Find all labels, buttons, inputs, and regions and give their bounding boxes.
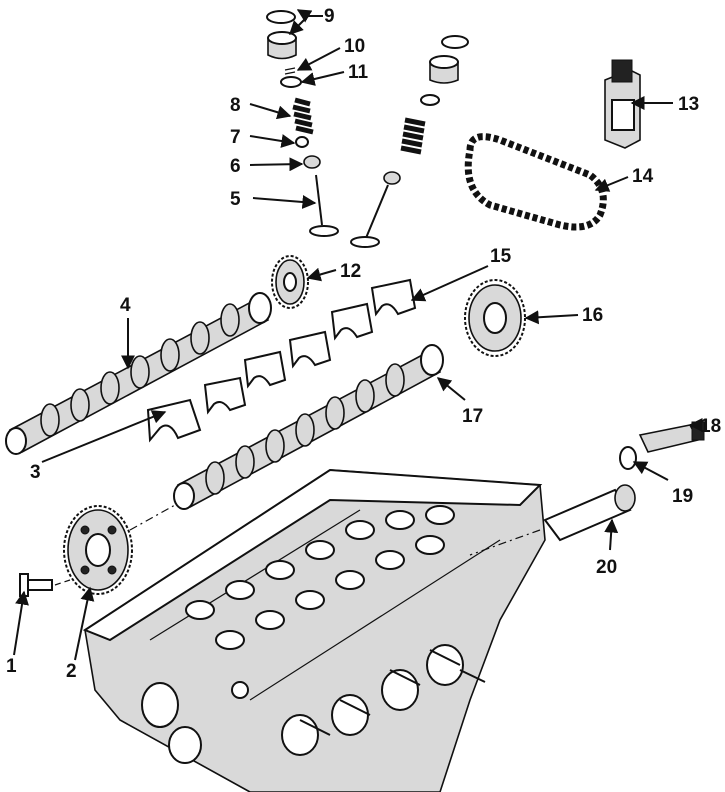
callout-10: 10	[344, 36, 365, 57]
tensioner-icon	[604, 59, 641, 149]
callout-15: 15	[490, 246, 512, 267]
bearing-cap-icon	[146, 398, 202, 443]
callout-19: 19	[672, 486, 693, 507]
callout-20: 20	[596, 557, 617, 578]
solenoid-icon	[543, 484, 636, 542]
camshaft-icon	[5, 292, 272, 455]
gear-icon	[271, 255, 309, 309]
callout-14: 14	[632, 166, 654, 187]
callout-leaders	[13, 9, 703, 661]
retainer-icon	[420, 94, 440, 106]
callout-11: 11	[348, 62, 369, 83]
seat-icon	[295, 136, 309, 148]
o-ring-icon	[619, 446, 637, 470]
callout-7: 7	[230, 127, 241, 148]
seat-icon	[303, 155, 321, 169]
callout-16: 16	[582, 305, 603, 326]
callout-2: 2	[66, 661, 77, 682]
gear-icon	[63, 505, 133, 595]
callout-8: 8	[230, 95, 241, 116]
callout-labels: 1 2 3 4 5 6 7 8 9 10 11 12 13 14 15 16 1…	[6, 6, 721, 682]
callout-9: 9	[324, 6, 335, 27]
callout-4: 4	[120, 295, 131, 316]
bolt-icon	[19, 573, 53, 597]
spring-icon	[400, 117, 426, 155]
callout-18: 18	[700, 416, 721, 437]
bearing-cap-icon	[203, 278, 417, 415]
seat-icon	[383, 171, 401, 185]
valve-icon	[309, 174, 339, 237]
camshaft-icon	[173, 344, 444, 510]
callout-5: 5	[230, 189, 241, 210]
keeper-icon	[284, 67, 296, 75]
chain-icon	[464, 133, 607, 231]
actuator-icon	[464, 279, 526, 357]
callout-17: 17	[462, 406, 483, 427]
spring-icon	[292, 97, 314, 135]
callout-12: 12	[340, 261, 361, 282]
callout-6: 6	[230, 156, 241, 177]
retainer-icon	[280, 76, 302, 88]
valve-icon	[350, 184, 389, 248]
callout-1: 1	[6, 656, 17, 677]
callout-13: 13	[678, 94, 699, 115]
sensor-icon	[638, 421, 705, 453]
tappet-icon	[429, 35, 469, 84]
tappet-icon	[266, 10, 297, 60]
cylinder-head-icon	[82, 468, 546, 792]
callout-3: 3	[30, 462, 41, 483]
